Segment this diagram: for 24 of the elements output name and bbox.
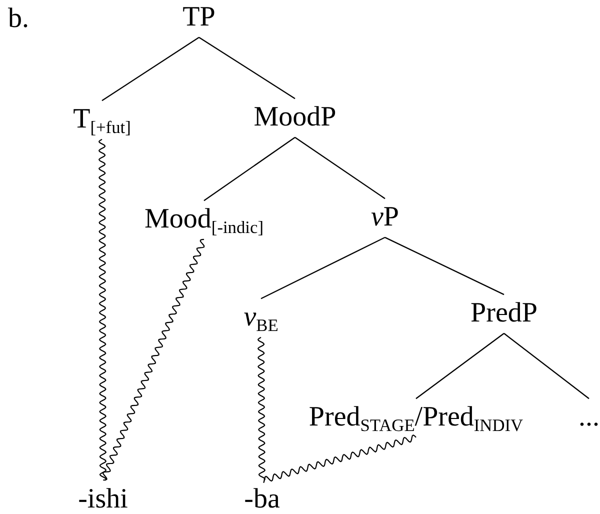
- tree-node-label: ...: [578, 398, 600, 438]
- example-label: b.: [8, 4, 29, 35]
- wavy-line: [102, 238, 205, 481]
- branch-line: [384, 236, 504, 296]
- tree-node-label: T$_{[+fut]}$: [73, 100, 131, 140]
- tree-node-label: -ishi: [78, 480, 128, 514]
- branch-line: [198, 36, 296, 100]
- branch-line: [504, 332, 590, 400]
- tree-node-label: PredP: [470, 294, 538, 334]
- tree-node-label: v$_{BE}$: [244, 298, 278, 338]
- tree-node-label: TP: [182, 0, 216, 38]
- tree-node-label: Pred$_{STAGE}$/Pred$_{INDIV}$: [308, 398, 524, 438]
- branch-line: [416, 332, 504, 400]
- branch-line: [260, 236, 386, 300]
- branch-line: [294, 136, 386, 200]
- wavy-line: [263, 434, 416, 483]
- tree-node-label: MoodP: [254, 98, 336, 138]
- wavy-line: [98, 139, 107, 481]
- tree-node-label: Mood$_{[-indic]}$: [144, 200, 264, 240]
- wavy-line: [257, 336, 266, 481]
- branch-line: [102, 36, 200, 102]
- tree-node-label: -ba: [244, 480, 280, 514]
- tree-node-label: vP: [371, 198, 399, 238]
- branch-line: [204, 136, 296, 202]
